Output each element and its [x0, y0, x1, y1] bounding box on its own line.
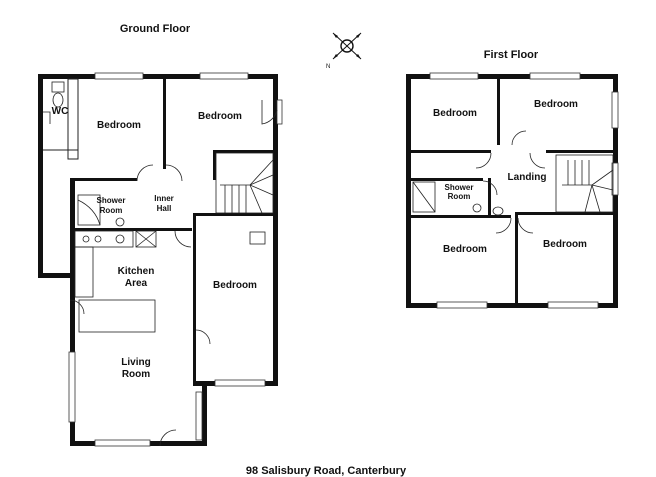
gf-living-room-label-2: Room [122, 369, 150, 380]
ff-shower-room-label-2: Room [448, 192, 471, 201]
ground-floor-title: Ground Floor [120, 23, 191, 35]
gf-wc-label: WC [52, 106, 69, 117]
compass-icon: N [326, 32, 362, 70]
gf-inner-hall-label-1: Inner [154, 194, 174, 203]
first-floor-plan: Bedroom Bedroom Landing Shower Room Bedr… [406, 72, 619, 309]
gf-bedroom-1-label: Bedroom [97, 120, 141, 131]
gf-inner-hall-label-2: Hall [157, 204, 172, 213]
ff-bedroom-1-label: Bedroom [433, 108, 477, 119]
gf-bedroom-2-label: Bedroom [198, 111, 242, 122]
ff-bedroom-2-label: Bedroom [534, 99, 578, 110]
ff-bedroom-3-label: Bedroom [443, 244, 487, 255]
gf-living-room-label-1: Living [121, 357, 150, 368]
ff-shower-room-label-1: Shower [445, 183, 474, 192]
gf-shower-room-label-1: Shower [97, 196, 126, 205]
ff-landing-label: Landing [508, 172, 547, 183]
gf-bedroom-3-label: Bedroom [213, 280, 257, 291]
first-floor-title: First Floor [484, 49, 539, 61]
compass-north-label: N [326, 64, 330, 70]
address-caption: 98 Salisbury Road, Canterbury [246, 465, 407, 477]
ff-bedroom-4-label: Bedroom [543, 239, 587, 250]
gf-kitchen-area-label-1: Kitchen [118, 266, 155, 277]
gf-shower-room-label-2: Room [100, 206, 123, 215]
ground-floor-plan: WC Bedroom Bedroom Shower Room Inner Hal… [38, 72, 283, 447]
gf-kitchen-area-label-2: Area [125, 278, 148, 289]
